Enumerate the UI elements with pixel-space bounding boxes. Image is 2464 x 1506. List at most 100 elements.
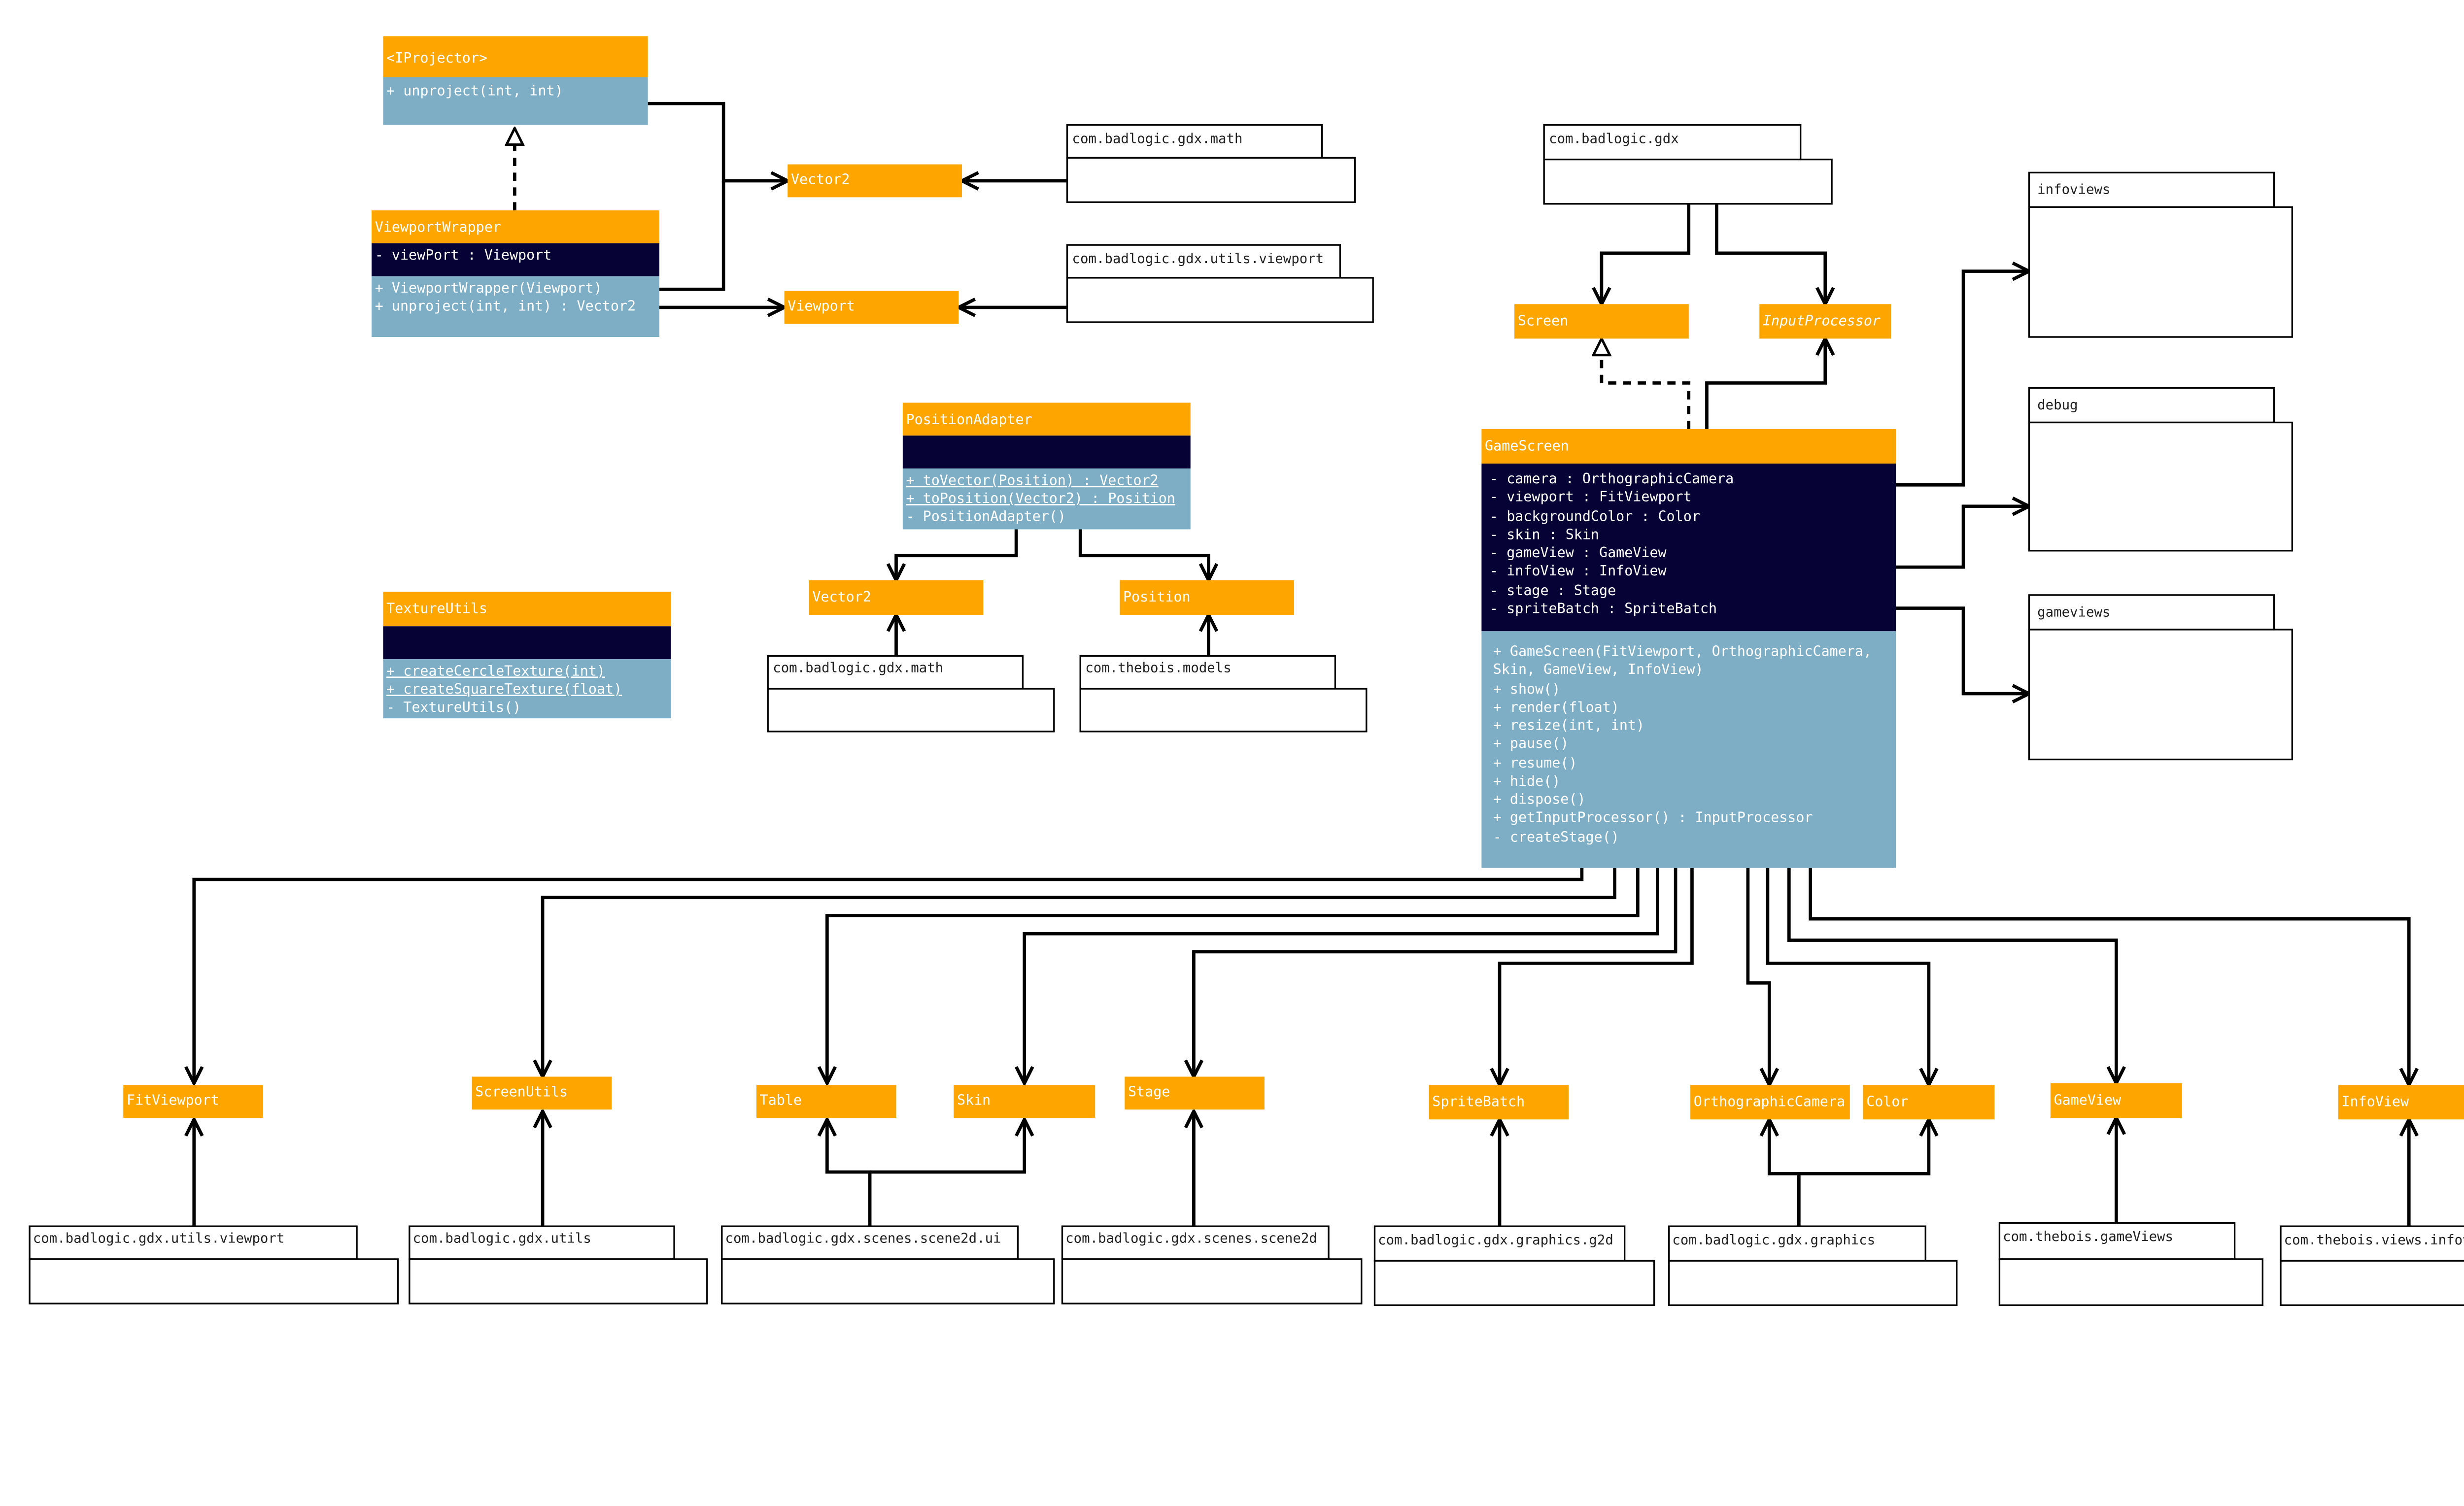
- attribute: - skin : Skin: [1490, 526, 1599, 542]
- package-label: com.badlogic.gdx: [1549, 131, 1679, 146]
- class-name: InputProcessor: [1763, 313, 1881, 329]
- class-name: GameScreen: [1485, 437, 1569, 454]
- package-com-badlogic-gdx[interactable]: com.badlogic.gdx: [1543, 124, 1833, 205]
- class-name: GameView: [2054, 1092, 2122, 1108]
- attribute: - backgroundColor : Color: [1490, 508, 1700, 525]
- class-name: Viewport: [787, 298, 855, 314]
- package-com-badlogic-gdx-utils-viewport-top[interactable]: com.badlogic.gdx.utils.viewport: [1066, 244, 1374, 323]
- package-label: com.thebois.gameViews: [2003, 1229, 2173, 1244]
- package-label: com.badlogic.gdx.scenes.scene2d: [1065, 1231, 1317, 1246]
- method: + resume(): [1493, 755, 1577, 771]
- class-textureutils[interactable]: TextureUtils + createCercleTexture(int) …: [383, 592, 671, 719]
- package-com-thebois-gameviews[interactable]: com.thebois.gameViews: [1998, 1222, 2263, 1306]
- class-vector2-mid[interactable]: Vector2: [809, 580, 984, 615]
- package-debug[interactable]: debug: [2028, 387, 2293, 552]
- class-name: ViewportWrapper: [375, 219, 501, 235]
- package-com-badlogic-gdx-scenes-scene2d[interactable]: com.badlogic.gdx.scenes.scene2d: [1061, 1225, 1363, 1305]
- class-name: Vector2: [791, 171, 850, 188]
- package-infoviews[interactable]: infoviews: [2028, 171, 2293, 338]
- method: + unproject(int, int) : Vector2: [375, 298, 636, 314]
- package-com-badlogic-gdx-graphics-g2d[interactable]: com.badlogic.gdx.graphics.g2d: [1373, 1225, 1655, 1306]
- class-name: Vector2: [812, 589, 871, 605]
- attribute: - infoView : InfoView: [1490, 563, 1667, 579]
- class-vector2-top[interactable]: Vector2: [787, 164, 962, 198]
- class-gameview[interactable]: GameView: [2050, 1083, 2182, 1118]
- class-iprojector[interactable]: <IProjector> + unproject(int, int): [383, 36, 648, 125]
- method: + GameScreen(FitViewport, OrthographicCa…: [1493, 643, 1872, 659]
- package-label: infoviews: [2037, 182, 2110, 198]
- class-infoview[interactable]: InfoView: [2338, 1085, 2464, 1120]
- method: + createSquareTexture(float): [386, 681, 622, 697]
- method: - PositionAdapter(): [906, 508, 1066, 525]
- method: Skin, GameView, InfoView): [1493, 661, 1704, 677]
- class-name: Table: [760, 1092, 802, 1108]
- class-name: FitViewport: [127, 1092, 219, 1108]
- class-color[interactable]: Color: [1863, 1085, 1995, 1120]
- relationship-edges: [194, 101, 2409, 1227]
- method: - createStage(): [1493, 829, 1619, 845]
- package-label: com.badlogic.gdx.graphics: [1672, 1233, 1875, 1248]
- package-label: com.badlogic.gdx.math: [773, 661, 943, 676]
- package-label: com.badlogic.gdx.scenes.scene2d.ui: [725, 1231, 1001, 1246]
- class-inputprocessor[interactable]: InputProcessor: [1759, 304, 1891, 339]
- package-label: gameviews: [2037, 604, 2110, 620]
- class-name: Skin: [957, 1092, 991, 1108]
- package-com-thebois-models[interactable]: com.thebois.models: [1079, 655, 1368, 733]
- package-label: com.badlogic.gdx.utils: [413, 1231, 591, 1246]
- attribute: - stage : Stage: [1490, 582, 1616, 599]
- package-gameviews[interactable]: gameviews: [2028, 594, 2293, 761]
- attribute: - spriteBatch : SpriteBatch: [1490, 601, 1717, 617]
- method: - TextureUtils(): [386, 699, 521, 715]
- method: + hide(): [1493, 773, 1561, 789]
- class-spritebatch[interactable]: SpriteBatch: [1429, 1085, 1569, 1120]
- class-name: OrthographicCamera: [1694, 1094, 1845, 1110]
- package-label: com.thebois.views.infoviews: [2284, 1233, 2464, 1248]
- class-screenutils[interactable]: ScreenUtils: [472, 1076, 612, 1110]
- attribute: - viewPort : Viewport: [375, 247, 552, 263]
- method: + toVector(Position) : Vector2: [906, 472, 1159, 488]
- package-com-badlogic-gdx-math-mid[interactable]: com.badlogic.gdx.math: [767, 655, 1055, 733]
- method: + getInputProcessor() : InputProcessor: [1493, 809, 1813, 825]
- class-viewport[interactable]: Viewport: [784, 291, 959, 324]
- method: + show(): [1493, 681, 1561, 697]
- package-com-badlogic-gdx-scenes-scene2d-ui[interactable]: com.badlogic.gdx.scenes.scene2d.ui: [721, 1225, 1055, 1305]
- package-label: debug: [2037, 398, 2078, 413]
- package-label: com.badlogic.gdx.graphics.g2d: [1378, 1233, 1613, 1248]
- class-stage[interactable]: Stage: [1125, 1076, 1265, 1110]
- package-label: com.badlogic.gdx.utils.viewport: [1072, 251, 1324, 267]
- class-name: Color: [1866, 1094, 1908, 1110]
- method: + resize(int, int): [1493, 717, 1644, 733]
- package-com-badlogic-gdx-utils-viewport-bottom[interactable]: com.badlogic.gdx.utils.viewport: [29, 1225, 399, 1305]
- package-com-badlogic-gdx-graphics[interactable]: com.badlogic.gdx.graphics: [1668, 1225, 1958, 1306]
- class-skin[interactable]: Skin: [954, 1085, 1095, 1118]
- package-label: com.badlogic.gdx.math: [1072, 131, 1243, 146]
- class-name: <IProjector>: [386, 50, 487, 66]
- class-orthographiccamera[interactable]: OrthographicCamera: [1690, 1085, 1850, 1120]
- class-name: TextureUtils: [386, 601, 487, 617]
- class-fitviewport[interactable]: FitViewport: [123, 1085, 263, 1118]
- package-com-badlogic-gdx-math-top[interactable]: com.badlogic.gdx.math: [1066, 124, 1356, 203]
- method: + toPosition(Vector2) : Position: [906, 490, 1175, 506]
- class-name: Screen: [1518, 313, 1568, 329]
- class-name: Stage: [1128, 1084, 1170, 1100]
- package-label: com.badlogic.gdx.utils.viewport: [33, 1231, 285, 1246]
- method: + render(float): [1493, 699, 1619, 715]
- attribute: - camera : OrthographicCamera: [1490, 470, 1734, 487]
- method: + ViewportWrapper(Viewport): [375, 280, 602, 296]
- package-label: com.thebois.models: [1085, 661, 1232, 676]
- class-position[interactable]: Position: [1120, 580, 1294, 615]
- method: + dispose(): [1493, 791, 1586, 807]
- class-name: Position: [1123, 589, 1191, 605]
- class-gamescreen[interactable]: GameScreen - camera : OrthographicCamera…: [1481, 429, 1896, 868]
- class-screen[interactable]: Screen: [1514, 304, 1689, 339]
- class-viewportwrapper[interactable]: ViewportWrapper - viewPort : Viewport + …: [372, 210, 660, 337]
- package-com-thebois-views-infoviews[interactable]: com.thebois.views.infoviews: [2280, 1225, 2464, 1306]
- package-com-badlogic-gdx-utils[interactable]: com.badlogic.gdx.utils: [409, 1225, 708, 1305]
- class-name: PositionAdapter: [906, 411, 1032, 428]
- class-table[interactable]: Table: [756, 1085, 896, 1118]
- attribute: - viewport : FitViewport: [1490, 489, 1692, 505]
- class-positionadapter[interactable]: PositionAdapter + toVector(Position) : V…: [902, 402, 1191, 530]
- method: + unproject(int, int): [386, 83, 563, 99]
- attribute: - gameView : GameView: [1490, 544, 1667, 561]
